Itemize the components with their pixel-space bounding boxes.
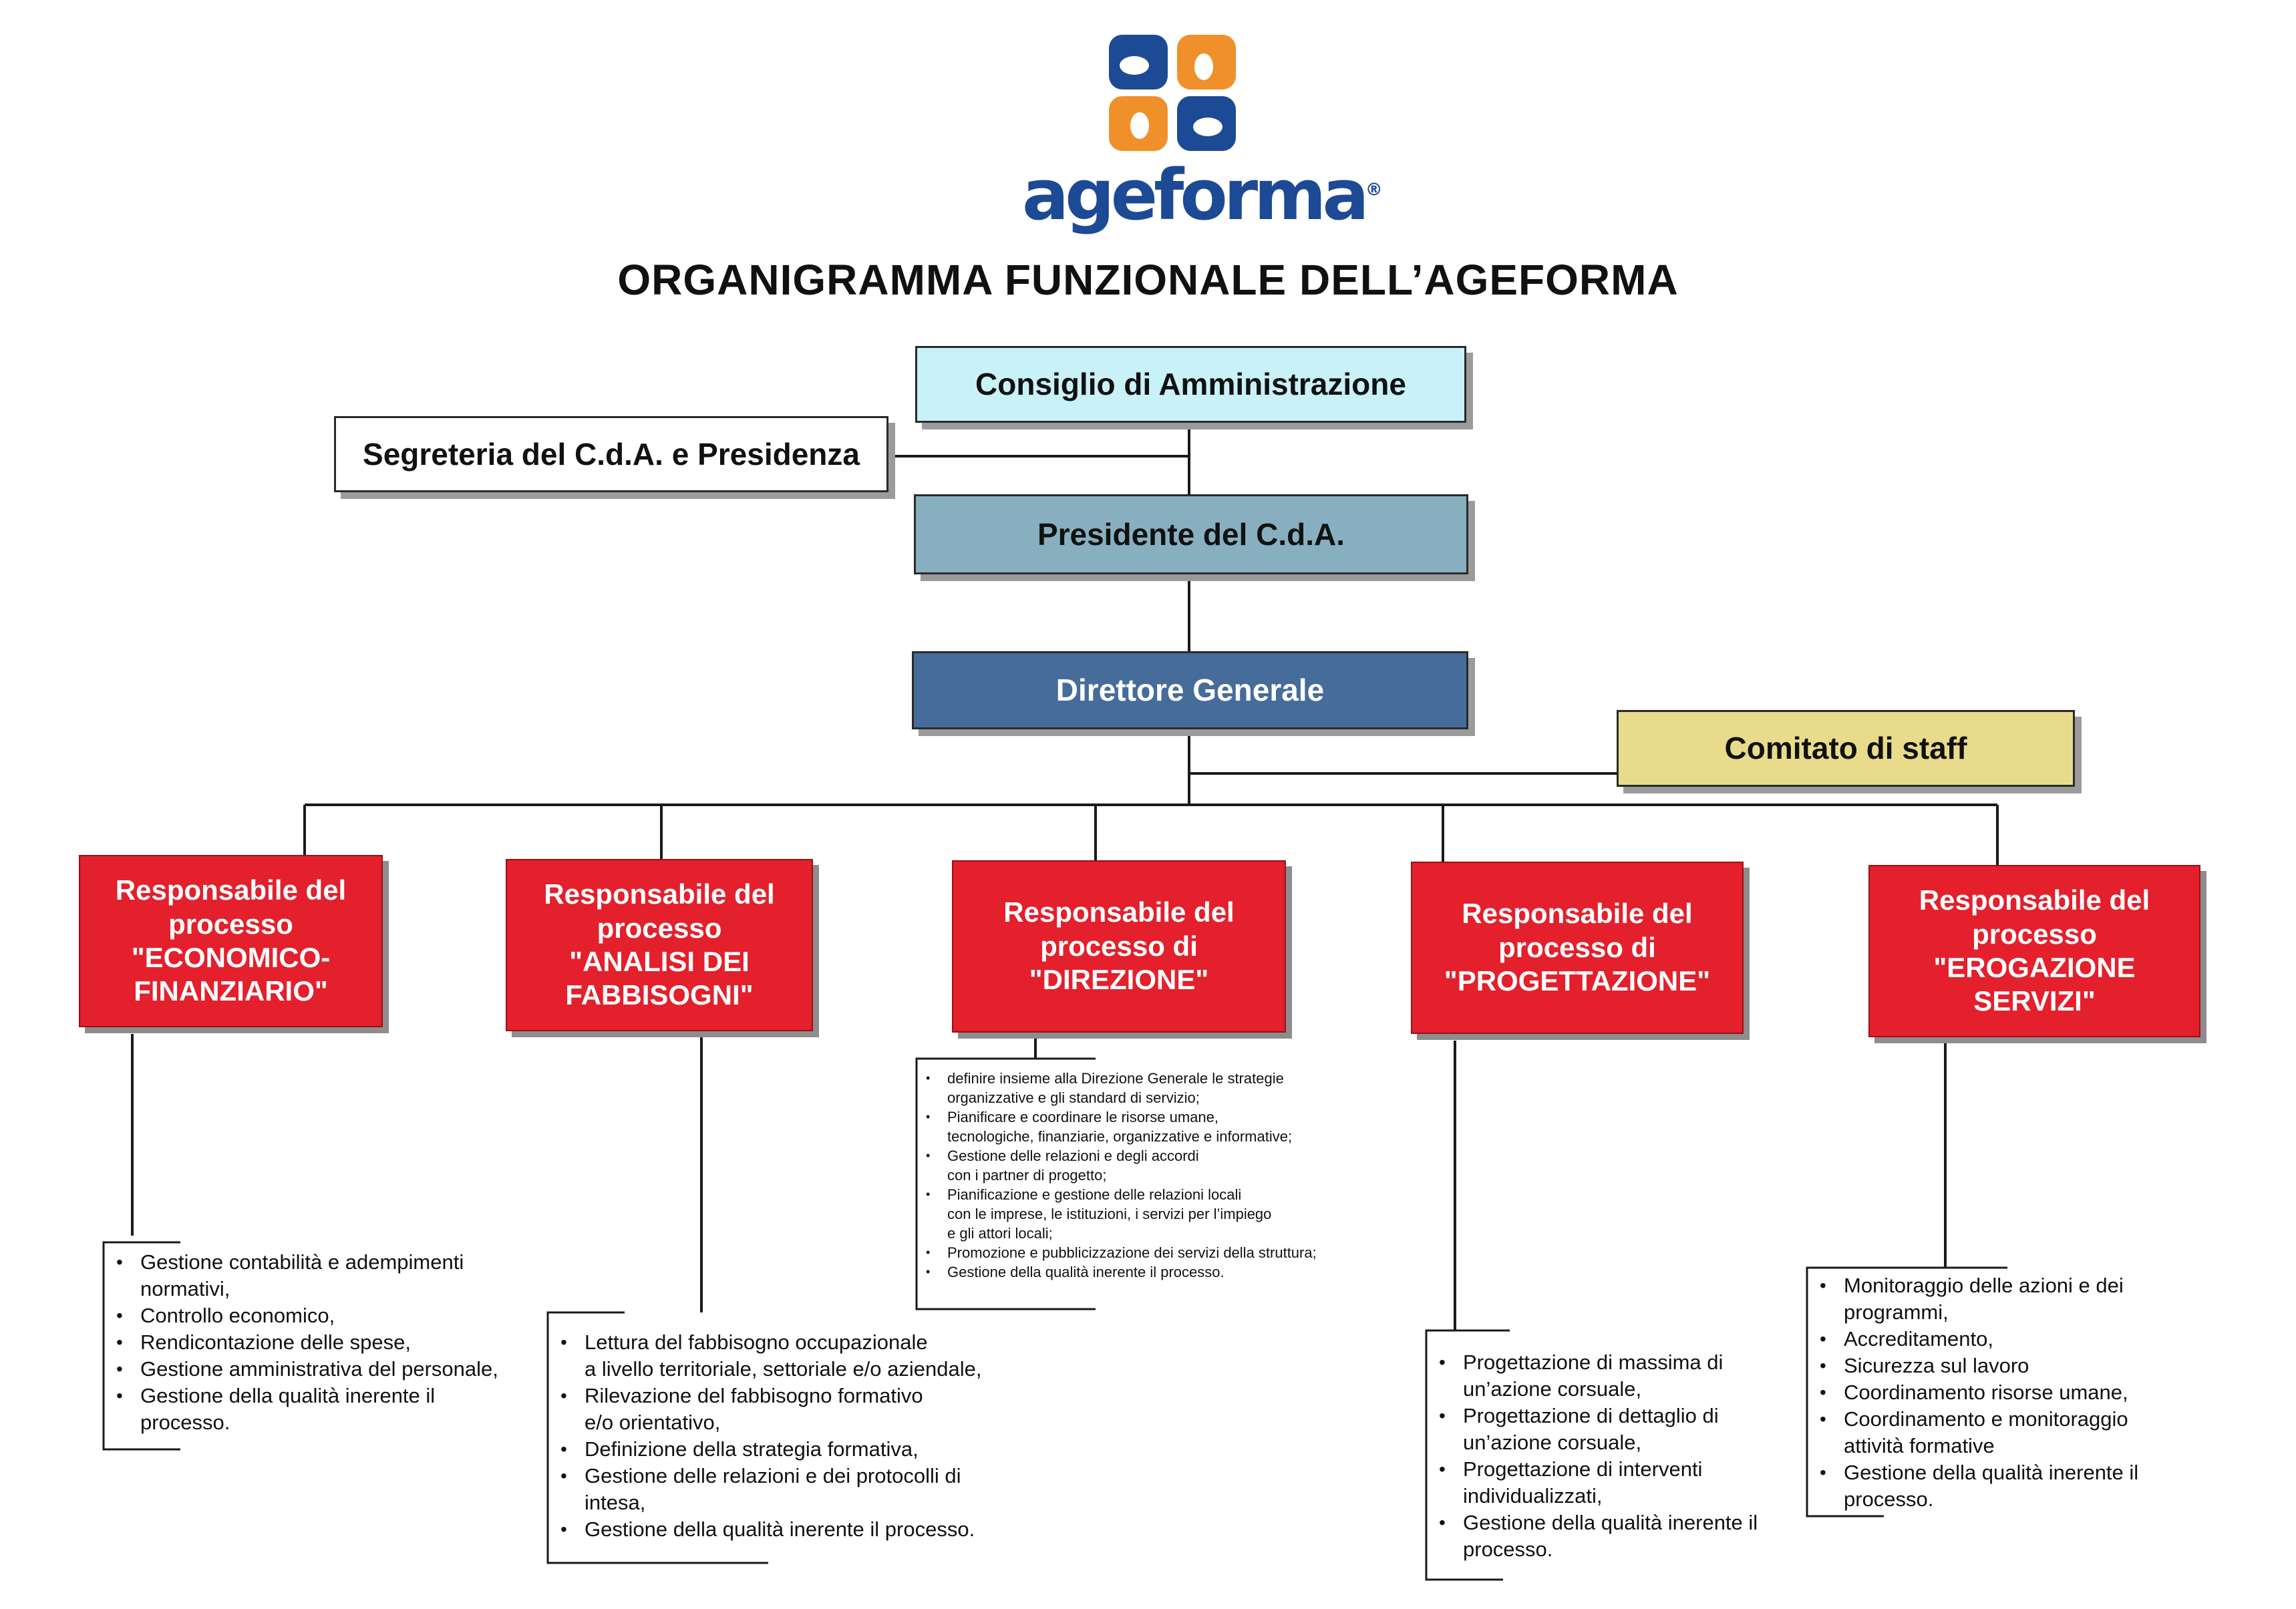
ageforma-logo: ageforma® bbox=[1022, 27, 1383, 240]
process-economico-finanziario: Responsabile del processo "ECONOMICO- FI… bbox=[79, 855, 383, 1027]
task-item: Sicurezza sul lavoro bbox=[1817, 1353, 2211, 1379]
task-item: Pianificazione e gestione delle relazion… bbox=[923, 1185, 1402, 1243]
task-item: definire insieme alla Direzione Generale… bbox=[923, 1069, 1402, 1107]
node-label: Segreteria del C.d.A. e Presidenza bbox=[363, 436, 860, 472]
task-item: Pianificare e coordinare le risorse uman… bbox=[923, 1107, 1402, 1146]
task-list-analisi-fabbisogni: Lettura del fabbisogno occupazionale a l… bbox=[551, 1329, 1059, 1543]
node-presidente: Presidente del C.d.A. bbox=[914, 494, 1468, 574]
task-item: Promozione e pubblicizzazione dei serviz… bbox=[923, 1243, 1402, 1262]
task-item: Coordinamento risorse umane, bbox=[1817, 1379, 2211, 1406]
task-item: Progettazione di dettaglio di un’azione … bbox=[1436, 1403, 1804, 1456]
task-item: Accreditamento, bbox=[1817, 1326, 2211, 1353]
task-item: Gestione amministrativa del personale, bbox=[114, 1356, 548, 1383]
node-label: Presidente del C.d.A. bbox=[1037, 516, 1345, 552]
task-item: Gestione delle relazioni e degli accordi… bbox=[923, 1146, 1402, 1185]
node-direttore-generale: Direttore Generale bbox=[912, 651, 1468, 729]
task-item: Rendicontazione delle spese, bbox=[114, 1329, 548, 1356]
process-erogazione-servizi: Responsabile del processo "EROGAZIONE SE… bbox=[1868, 865, 2200, 1037]
chart-title: ORGANIGRAMMA FUNZIONALE DELL’AGEFORMA bbox=[617, 256, 1679, 304]
process-label: Responsabile del processo "ANALISI DEI F… bbox=[544, 878, 775, 1011]
process-label: Responsabile del processo di "PROGETTAZI… bbox=[1444, 898, 1711, 997]
task-item: Progettazione di interventi individualiz… bbox=[1436, 1456, 1804, 1509]
process-label: Responsabile del processo "EROGAZIONE SE… bbox=[1919, 884, 2150, 1017]
task-item: Gestione della qualità inerente il proce… bbox=[1817, 1459, 2211, 1513]
process-progettazione: Responsabile del processo di "PROGETTAZI… bbox=[1411, 862, 1744, 1034]
node-consiglio-di-amministrazione: Consiglio di Amministrazione bbox=[915, 346, 1466, 423]
task-item: Gestione della qualità inerente il proce… bbox=[1436, 1509, 1804, 1563]
process-analisi-fabbisogni: Responsabile del processo "ANALISI DEI F… bbox=[506, 859, 813, 1031]
task-list-progettazione: Progettazione di massima di un’azione co… bbox=[1430, 1349, 1804, 1563]
task-item: Gestione delle relazioni e dei protocoll… bbox=[558, 1463, 1059, 1516]
task-item: Gestione della qualità inerente il proce… bbox=[114, 1383, 548, 1436]
node-segreteria: Segreteria del C.d.A. e Presidenza bbox=[334, 416, 888, 492]
process-direzione: Responsabile del processo di "DIREZIONE" bbox=[952, 860, 1286, 1033]
logo-wordmark: ageforma® bbox=[1022, 154, 1383, 236]
task-list-erogazione-servizi: Monitoraggio delle azioni e dei programm… bbox=[1810, 1272, 2211, 1513]
task-item: Gestione della qualità inerente il proce… bbox=[558, 1516, 1059, 1543]
process-label: Responsabile del processo di "DIREZIONE" bbox=[1003, 896, 1235, 996]
task-item: Gestione della qualità inerente il proce… bbox=[923, 1262, 1402, 1282]
task-item: Gestione contabilità e adempimenti norma… bbox=[114, 1249, 548, 1302]
hands-logo-icon bbox=[1109, 35, 1236, 151]
node-label: Comitato di staff bbox=[1724, 731, 1967, 766]
task-item: Progettazione di massima di un’azione co… bbox=[1436, 1349, 1804, 1403]
task-item: Lettura del fabbisogno occupazionale a l… bbox=[558, 1329, 1059, 1383]
task-item: Rilevazione del fabbisogno formativo e/o… bbox=[558, 1383, 1059, 1436]
task-item: Coordinamento e monitoraggio attività fo… bbox=[1817, 1406, 2211, 1459]
node-label: Consiglio di Amministrazione bbox=[975, 367, 1406, 402]
task-list-direzione: definire insieme alla Direzione Generale… bbox=[921, 1069, 1402, 1282]
task-item: Monitoraggio delle azioni e dei programm… bbox=[1817, 1272, 2211, 1326]
process-label: Responsabile del processo "ECONOMICO- FI… bbox=[115, 874, 347, 1007]
task-item: Controllo economico, bbox=[114, 1302, 548, 1329]
node-label: Direttore Generale bbox=[1055, 673, 1325, 708]
task-list-economico-finanziario: Gestione contabilità e adempimenti norma… bbox=[107, 1249, 548, 1436]
task-item: Definizione della strategia formativa, bbox=[558, 1436, 1059, 1463]
node-comitato-di-staff: Comitato di staff bbox=[1617, 710, 2075, 787]
